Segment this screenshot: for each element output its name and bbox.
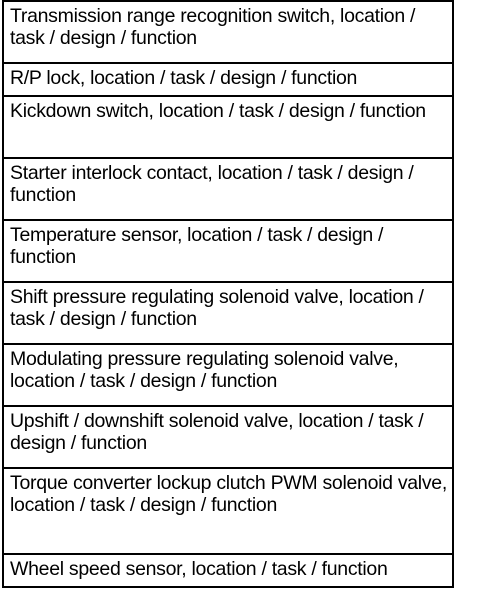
row-label: Modulating pressure regulating solenoid … (10, 348, 399, 392)
table-row: Temperature sensor, location / task / de… (4, 221, 452, 283)
row-label: Kickdown switch, location / task / desig… (10, 100, 426, 122)
row-label: Transmission range recognition switch, l… (10, 5, 416, 49)
table-row: Starter interlock contact, location / ta… (4, 159, 452, 221)
topic-table: Transmission range recognition switch, l… (2, 0, 454, 588)
row-label: R/P lock, location / task / design / fun… (10, 67, 358, 89)
row-label: Starter interlock contact, location / ta… (10, 162, 414, 206)
table-row: Torque converter lockup clutch PWM solen… (4, 469, 452, 555)
table-row: Kickdown switch, location / task / desig… (4, 97, 452, 159)
row-label: Shift pressure regulating solenoid valve… (10, 286, 424, 330)
table-row: Upshift / downshift solenoid valve, loca… (4, 407, 452, 469)
table-row: R/P lock, location / task / design / fun… (4, 64, 452, 97)
table-row: Shift pressure regulating solenoid valve… (4, 283, 452, 345)
row-label: Temperature sensor, location / task / de… (10, 224, 384, 268)
row-label: Wheel speed sensor, location / task / fu… (10, 558, 388, 580)
table-row: Wheel speed sensor, location / task / fu… (4, 555, 452, 588)
row-label: Torque converter lockup clutch PWM solen… (10, 472, 447, 516)
row-label: Upshift / downshift solenoid valve, loca… (10, 410, 424, 454)
table-row: Modulating pressure regulating solenoid … (4, 345, 452, 407)
table-row: Transmission range recognition switch, l… (4, 2, 452, 64)
